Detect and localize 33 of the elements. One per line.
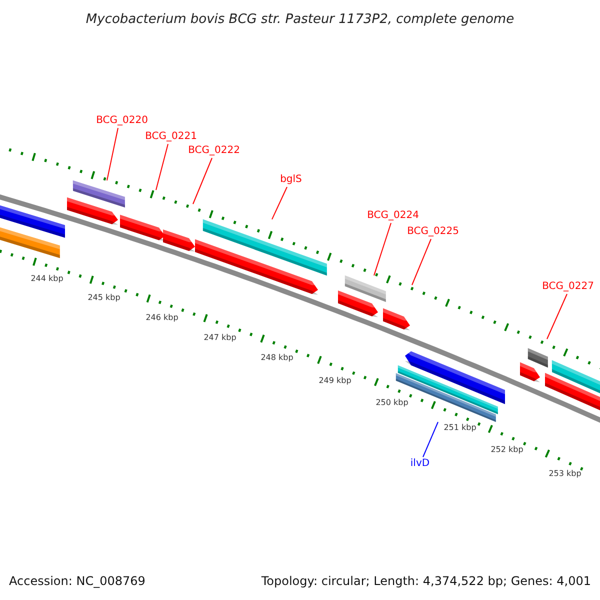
leader-line <box>422 422 438 458</box>
tick-label: 246 kbp <box>146 313 178 323</box>
tick-label: 253 kbp <box>548 469 582 479</box>
leader-line <box>412 238 432 286</box>
feature-bar <box>72 180 125 208</box>
tick-label: 248 kbp <box>260 353 294 363</box>
feature-bar <box>396 373 496 422</box>
genome-info-text: Topology: circular; Length: 4,374,522 bp; Genes: 4,001 <box>261 574 591 588</box>
leader-line <box>272 186 288 220</box>
leader-line <box>546 294 568 340</box>
tick-label: 252 kbp <box>490 445 524 455</box>
gene-label: BCG_0220 <box>96 114 148 128</box>
feature-bar <box>202 219 327 276</box>
gene-label: BCG_0227 <box>542 280 594 294</box>
gene-label: BCG_0221 <box>145 130 197 144</box>
gene-label: ilvD <box>410 457 430 471</box>
accession-text: Accession: NC_008769 <box>9 574 146 588</box>
tick-label: 245 kbp <box>88 293 120 303</box>
title: Mycobacterium bovis BCG str. Pasteur 1173P2, complete genome <box>84 11 516 29</box>
gene-label: BCG_0224 <box>367 209 419 223</box>
tick-label: 251 kbp <box>444 423 476 433</box>
leader-line <box>156 144 168 190</box>
gene-label: BCG_0225 <box>407 225 459 239</box>
tick-label: 250 kbp <box>376 398 408 408</box>
leader-line <box>192 158 212 204</box>
tick-label: 249 kbp <box>318 376 352 386</box>
feature-bar <box>344 275 386 302</box>
leader-line <box>374 222 392 276</box>
leader-line <box>106 128 118 181</box>
gene-label: BCG_0222 <box>188 144 240 158</box>
tick-label: 244 kbp <box>30 274 64 284</box>
tick-label: 247 kbp <box>204 333 236 343</box>
gene-label: bglS <box>280 173 302 187</box>
